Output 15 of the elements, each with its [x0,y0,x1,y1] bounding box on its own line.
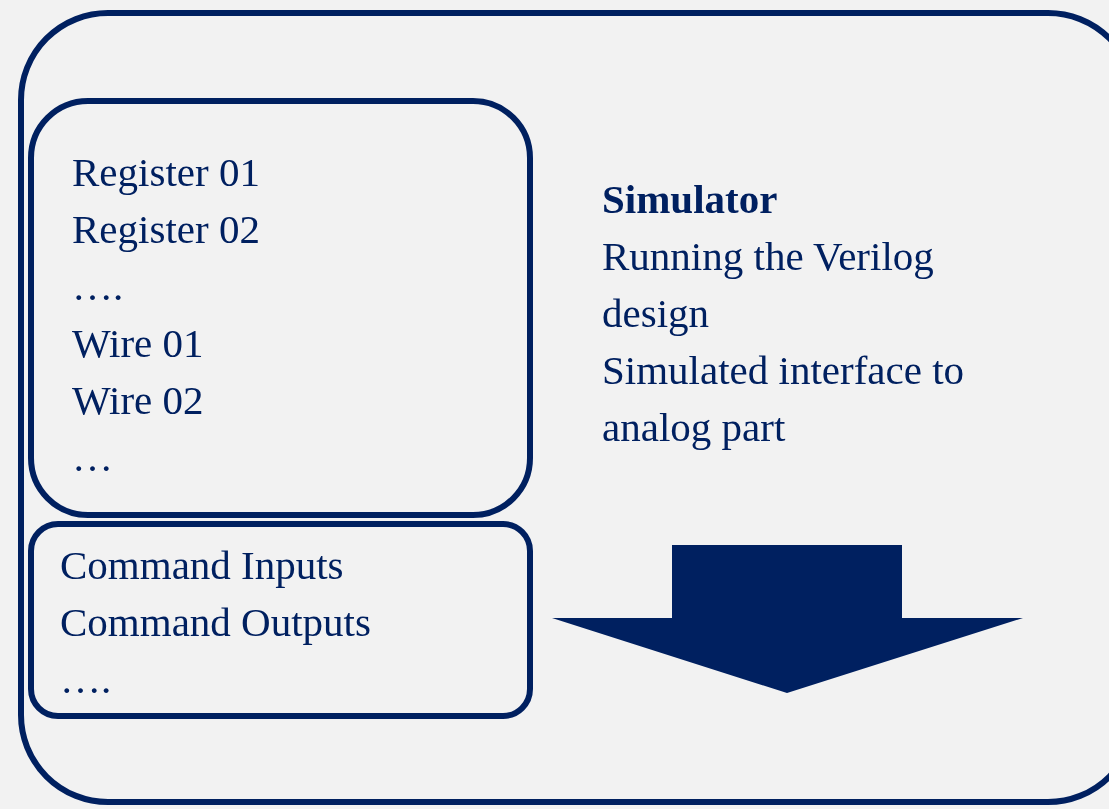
rounded-box [28,521,533,719]
list-item-text: Wire 01 [72,319,204,368]
list-item-text: … [72,433,113,482]
list-item-text: …. [72,262,124,311]
list-item-text: Command Outputs [60,598,371,647]
outer-rounded-box [18,10,1109,805]
list-item-text: Register 02 [72,205,260,254]
heading: Simulator [602,175,778,224]
description-text: Running the Verilog design [602,232,935,338]
list-item-text: Wire 02 [72,376,204,425]
list-item-text: Command Inputs [60,541,344,590]
list-item-text: Register 01 [72,148,260,197]
list-item-text: …. [60,655,112,704]
description-text: Simulated interface to analog part [602,346,966,452]
rounded-box [28,98,533,518]
